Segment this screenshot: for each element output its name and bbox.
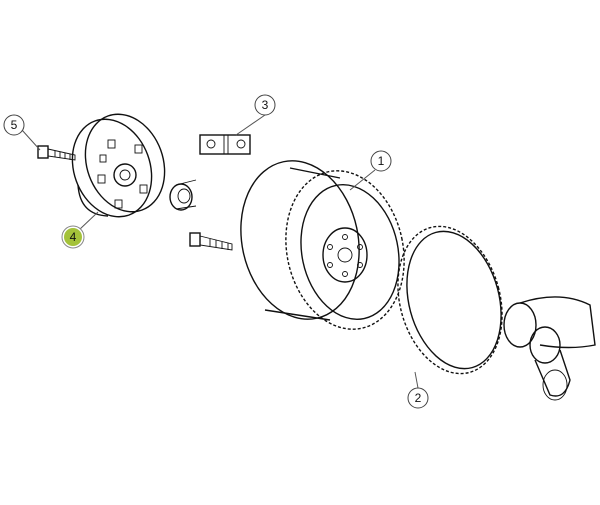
callout-2[interactable]: 2 xyxy=(407,387,429,409)
flywheel-bolt-part xyxy=(189,232,233,251)
bracket-part xyxy=(199,134,251,155)
bearing-part xyxy=(169,179,197,211)
leader-lines xyxy=(21,114,419,389)
callout-5[interactable]: 5 xyxy=(3,114,25,136)
flywheel-part xyxy=(240,160,405,330)
damper-part xyxy=(71,113,166,218)
bolt-5-part xyxy=(37,145,76,161)
callout-label: 2 xyxy=(415,391,422,405)
callout-label: 1 xyxy=(378,154,385,168)
crankshaft-part xyxy=(503,296,596,401)
callout-1[interactable]: 1 xyxy=(370,150,392,172)
callout-label: 5 xyxy=(11,118,18,132)
callout-label: 4 xyxy=(70,230,77,244)
callout-label: 3 xyxy=(262,98,269,112)
callout-4[interactable]: 4 xyxy=(61,225,85,249)
ring-gear-part xyxy=(397,225,503,375)
callout-3[interactable]: 3 xyxy=(254,94,276,116)
